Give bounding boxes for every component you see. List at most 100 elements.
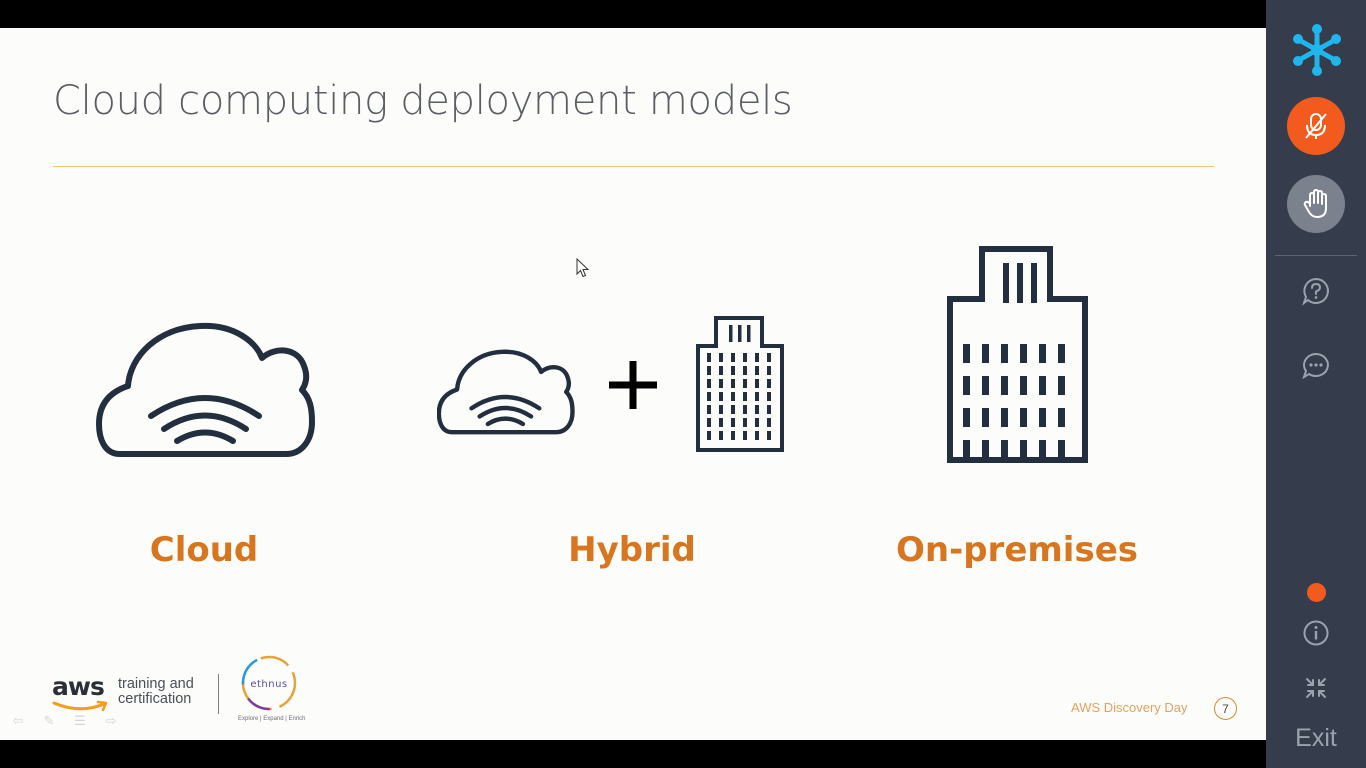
building-window — [707, 392, 711, 401]
building-window — [1039, 344, 1046, 363]
building-window — [982, 344, 989, 363]
model-label-cloud: Cloud — [149, 530, 259, 570]
building-window — [719, 431, 723, 440]
mic-muted-icon — [1305, 113, 1327, 139]
mouse-cursor-icon — [576, 258, 590, 278]
snowflake-logo-icon[interactable] — [1293, 24, 1341, 76]
building-window — [755, 405, 759, 414]
ethnus-logo-icon: ethnus — [241, 655, 297, 711]
building-window — [1020, 408, 1027, 427]
collapse-button[interactable] — [1301, 673, 1331, 703]
building-window — [767, 392, 771, 401]
raise-hand-button[interactable] — [1287, 175, 1345, 233]
building-window — [755, 379, 759, 388]
building-window — [963, 408, 970, 427]
building-window — [982, 408, 989, 427]
building-window — [767, 379, 771, 388]
control-rail: Exit — [1266, 0, 1366, 768]
slide-title: Cloud computing deployment models — [53, 78, 793, 124]
building-window — [767, 431, 771, 440]
prev-slide-icon[interactable]: ⇦ — [12, 713, 24, 728]
building-window — [755, 366, 759, 375]
help-button[interactable] — [1299, 274, 1333, 308]
building-window — [707, 366, 711, 375]
building-window — [767, 405, 771, 414]
building-window — [1058, 344, 1065, 363]
hybrid-cloud-icon — [437, 348, 575, 436]
page-number: 7 — [1214, 697, 1237, 720]
building-window — [731, 418, 735, 427]
building-window — [1039, 408, 1046, 427]
collapse-icon — [1306, 678, 1326, 698]
building-window — [767, 418, 771, 427]
hybrid-building-icon — [696, 316, 784, 452]
building-window — [731, 392, 735, 401]
building-window — [719, 405, 723, 414]
building-window — [707, 353, 711, 362]
next-slide-icon[interactable]: ⇨ — [105, 713, 117, 728]
building-window — [767, 366, 771, 375]
building-window — [1001, 376, 1008, 395]
building-window — [719, 379, 723, 388]
plus-icon — [607, 359, 659, 411]
ethnus-logo-text: ethnus — [250, 679, 287, 690]
building-window — [743, 379, 747, 388]
building-window — [743, 366, 747, 375]
building-window — [1058, 376, 1065, 395]
slide: Cloud computing deployment models — [0, 28, 1266, 740]
building-window — [1001, 344, 1008, 363]
building-window — [963, 376, 970, 395]
model-label-on-premises: On-premises — [895, 530, 1139, 570]
building-window — [982, 440, 989, 459]
building-window — [743, 405, 747, 414]
building-window — [1020, 344, 1027, 363]
building-window — [1020, 376, 1027, 395]
footer-divider — [218, 674, 219, 714]
building-window — [1001, 408, 1008, 427]
building-window — [1058, 440, 1065, 459]
building-window — [755, 353, 759, 362]
building-window — [1020, 440, 1027, 459]
recording-indicator — [1307, 583, 1326, 602]
exit-button[interactable]: Exit — [1295, 724, 1337, 752]
building-window — [707, 405, 711, 414]
building-window — [707, 431, 711, 440]
rail-divider — [1275, 255, 1357, 256]
building-window — [743, 418, 747, 427]
building-window — [755, 418, 759, 427]
building-window — [1001, 440, 1008, 459]
raise-hand-icon — [1303, 189, 1327, 218]
building-window — [1039, 376, 1046, 395]
building-window — [731, 379, 735, 388]
slide-nav-controls[interactable]: ⇦ ✎ ☰ ⇨ — [7, 713, 122, 729]
building-window — [731, 366, 735, 375]
building-window — [767, 353, 771, 362]
menu-icon[interactable]: ☰ — [74, 713, 86, 728]
building-window — [731, 353, 735, 362]
mic-muted-button[interactable] — [1287, 97, 1345, 155]
building-window — [743, 431, 747, 440]
chat-icon — [1302, 352, 1329, 380]
pen-icon[interactable]: ✎ — [43, 713, 55, 728]
help-icon — [1302, 277, 1329, 306]
model-label-hybrid: Hybrid — [568, 530, 696, 570]
building-window — [707, 379, 711, 388]
building-window — [719, 353, 723, 362]
info-icon — [1303, 620, 1329, 646]
building-window — [755, 431, 759, 440]
building-window — [719, 366, 723, 375]
building-window — [982, 376, 989, 395]
chat-button[interactable] — [1299, 348, 1333, 382]
footer-event-name: AWS Discovery Day — [1071, 700, 1188, 715]
building-window — [1058, 408, 1065, 427]
building-window — [707, 418, 711, 427]
aws-logo-wordmark: aws — [52, 672, 105, 701]
ethnus-tagline: Explore | Expand | Enrich — [238, 716, 306, 722]
building-window — [719, 418, 723, 427]
aws-tagline: training and certification — [118, 676, 194, 707]
building-window — [719, 392, 723, 401]
info-button[interactable] — [1301, 618, 1331, 648]
title-divider — [53, 166, 1214, 167]
building-window — [755, 392, 759, 401]
building-window — [743, 353, 747, 362]
